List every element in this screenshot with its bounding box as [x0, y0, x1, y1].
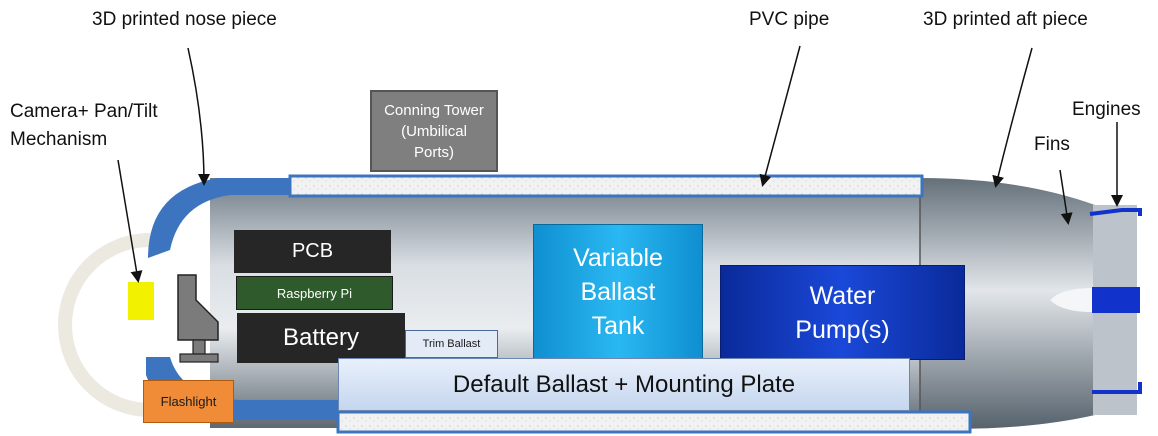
pcb-box: PCB: [234, 230, 391, 273]
camera-label-line2: Mechanism: [10, 129, 108, 150]
pump-line1: Water: [809, 281, 876, 310]
default-ballast-plate: Default Ballast + Mounting Plate: [338, 358, 910, 411]
default-ballast-label: Default Ballast + Mounting Plate: [452, 370, 796, 398]
water-pump-box: Water Pump(s): [720, 265, 965, 360]
aft-leader-line: [992, 47, 1033, 188]
pan-tilt-base: [179, 353, 219, 363]
pan-tilt-stem: [192, 339, 206, 355]
pan-tilt-mechanism: [177, 274, 219, 341]
variable-ballast-tank: Variable Ballast Tank: [533, 224, 703, 360]
pvc-pipe-top: [288, 174, 924, 198]
conning-tower-line2: (Umbilical: [401, 122, 467, 140]
nose-leader-line: [187, 47, 210, 186]
battery-box: Battery: [237, 313, 405, 363]
engine-top: [1089, 208, 1142, 216]
conning-tower: Conning Tower (Umbilical Ports): [370, 90, 498, 172]
nose-piece-top: [148, 178, 290, 258]
vbt-line2: Ballast: [580, 278, 656, 306]
vbt-line3: Tank: [591, 312, 645, 340]
aft-piece-label: 3D printed aft piece: [923, 9, 1088, 30]
camera-light: [128, 282, 154, 320]
pcb-label: PCB: [291, 240, 334, 262]
flashlight-label: Flashlight: [160, 394, 217, 409]
camera-label-line1: Camera+ Pan/Tilt: [10, 101, 158, 122]
pvc-leader-line: [759, 45, 801, 187]
vbt-line1: Variable: [573, 244, 663, 272]
flashlight-box: Flashlight: [143, 380, 234, 423]
trim-ballast-label: Trim Ballast: [422, 338, 481, 350]
trim-ballast-box: Trim Ballast: [405, 330, 498, 358]
camera-dome: [58, 233, 151, 417]
conning-tower-line3: Ports): [413, 143, 454, 161]
conning-tower-line1: Conning Tower: [384, 101, 484, 119]
raspberry-pi-label: Raspberry Pi: [276, 285, 353, 301]
fins-label: Fins: [1034, 134, 1070, 155]
battery-label: Battery: [282, 324, 360, 351]
camera-leader-line: [117, 159, 143, 283]
pump-line2: Pump(s): [795, 315, 890, 344]
engine-nozzle: [1050, 288, 1092, 312]
pvc-pipe-bottom: [336, 410, 972, 434]
nose-piece-label: 3D printed nose piece: [92, 9, 277, 30]
raspberry-pi-box: Raspberry Pi: [236, 276, 393, 310]
engine-middle: [1092, 287, 1140, 313]
engines-label: Engines: [1072, 99, 1141, 120]
fins-leader-line: [1059, 169, 1073, 225]
pvc-pipe-label: PVC pipe: [749, 9, 830, 30]
aft-piece: [920, 178, 1095, 429]
engine-bottom: [1092, 382, 1142, 394]
